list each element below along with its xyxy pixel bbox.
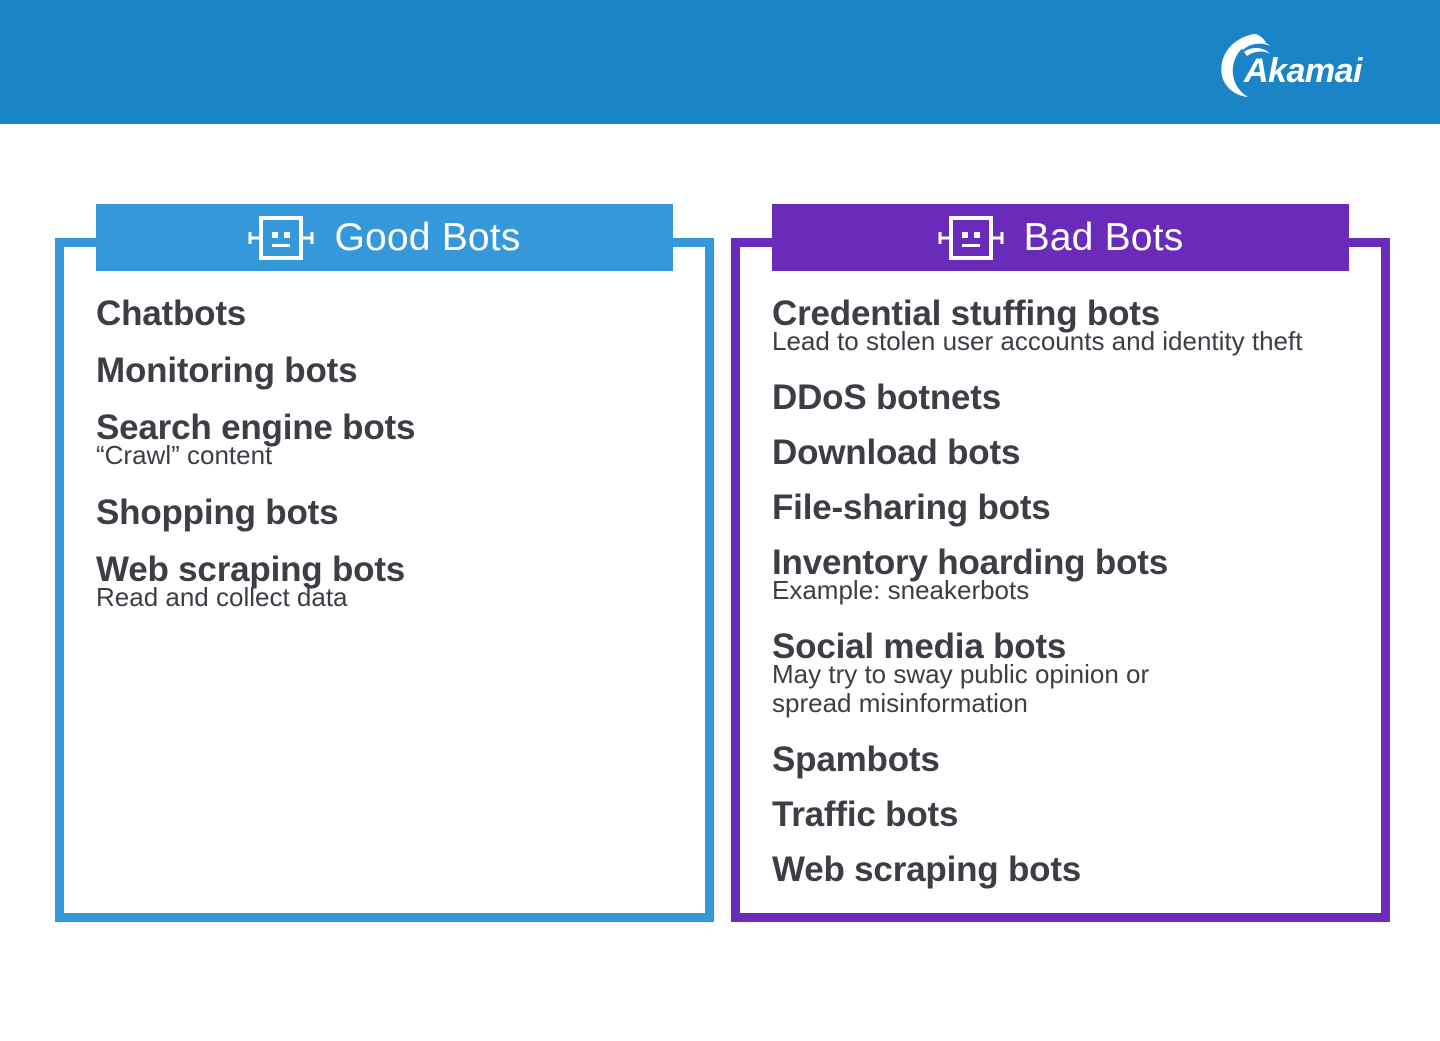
bot-type-description: Lead to stolen user accounts and identit…	[772, 326, 1303, 356]
list-item: Search engine bots“Crawl” content	[96, 408, 686, 470]
list-item: DDoS botnets	[772, 378, 1372, 418]
bot-type-name: Web scraping bots	[772, 850, 1082, 889]
bot-type-name: Download bots	[772, 433, 1021, 472]
bot-type-name: Social media bots	[772, 627, 1067, 666]
bad-bots-title: Bad Bots	[1023, 215, 1184, 259]
bot-type-description: “Crawl” content	[96, 440, 273, 470]
bot-type-name: Inventory hoarding bots	[772, 543, 1168, 582]
bot-type-name: Search engine bots	[96, 408, 416, 447]
top-banner: Akamai	[0, 0, 1440, 124]
bot-type-name: Chatbots	[96, 294, 247, 333]
list-item: Spambots	[772, 740, 1372, 780]
bot-type-name: Credential stuffing bots	[772, 294, 1160, 333]
bot-type-name: Web scraping bots	[96, 550, 406, 589]
bot-type-name: File-sharing bots	[772, 488, 1051, 527]
list-item: Chatbots	[96, 294, 686, 334]
good-bots-header: Good Bots	[96, 204, 673, 271]
list-item: Web scraping bots	[772, 850, 1372, 890]
bad-bots-header: Bad Bots	[772, 204, 1349, 271]
list-item: Download bots	[772, 433, 1372, 473]
good-bots-title: Good Bots	[334, 215, 521, 259]
bot-type-description: Read and collect data	[96, 582, 348, 612]
bot-type-description: May try to sway public opinion or spread…	[772, 659, 1150, 718]
bot-type-name: Traffic bots	[772, 795, 959, 834]
akamai-wave-icon	[1221, 34, 1270, 97]
bad-bots-panel	[731, 238, 1390, 922]
bot-type-name: Monitoring bots	[96, 351, 358, 390]
list-item: Monitoring bots	[96, 351, 686, 391]
list-item: Shopping bots	[96, 493, 686, 533]
bot-type-name: Spambots	[772, 740, 940, 779]
akamai-logo: Akamai	[1214, 30, 1384, 100]
logo-wordmark: Akamai	[1244, 52, 1362, 90]
list-item: Traffic bots	[772, 795, 1372, 835]
bot-type-name: Shopping bots	[96, 493, 339, 532]
list-item: File-sharing bots	[772, 488, 1372, 528]
bot-type-description: Example: sneakerbots	[772, 575, 1030, 605]
robot-face-icon	[248, 215, 314, 260]
robot-face-icon	[938, 215, 1004, 260]
bot-type-name: DDoS botnets	[772, 378, 1001, 417]
